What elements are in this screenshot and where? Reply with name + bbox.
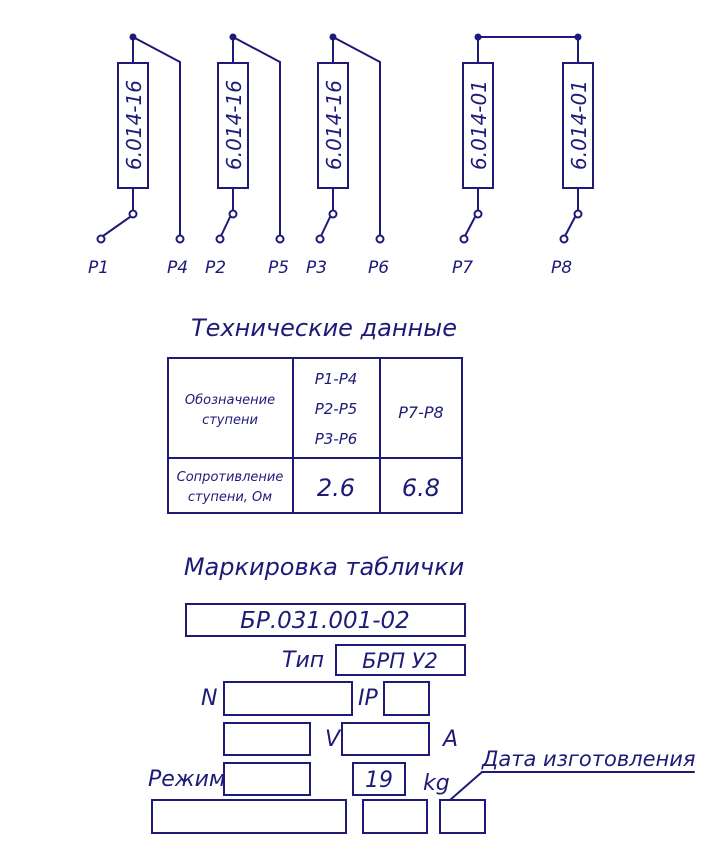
cell-value-2: 6.8 xyxy=(402,474,440,502)
cell-designation-line2: ступени xyxy=(202,413,258,428)
resistor-group-4-5: 6.014-01 6.014-01 xyxy=(459,33,594,244)
n-label: N xyxy=(201,686,217,711)
terminal-label-p4: P4 xyxy=(167,258,188,278)
terminal-label-p1: P1 xyxy=(88,258,109,278)
v-label: V xyxy=(325,727,342,752)
terminal-label-p3: P3 xyxy=(306,258,327,278)
terminal-label-p7: P7 xyxy=(452,258,473,278)
cell-group1-line1: P1-P4 xyxy=(315,370,358,388)
nameplate-code-field xyxy=(185,603,466,637)
type-value: БРП У2 xyxy=(362,649,438,673)
mode-field xyxy=(223,762,311,796)
terminal-label-p2: P2 xyxy=(205,258,226,278)
mass-unit: kg xyxy=(423,771,450,796)
mass-value: 19 xyxy=(365,768,393,793)
v-left-field xyxy=(223,722,311,756)
ip-field xyxy=(383,681,430,716)
terminal-label-p8: P8 xyxy=(551,258,572,278)
circuit-diagram: 6.014-16 6.014-16 xyxy=(88,33,594,278)
type-field xyxy=(335,644,466,676)
cell-group1-line3: P3-P6 xyxy=(315,430,358,448)
nameplate-code: БР.031.001-02 xyxy=(240,608,410,634)
resistor-group-1: 6.014-16 xyxy=(96,33,185,244)
v-field xyxy=(341,722,430,756)
manufacture-date-label: Дата изготовления xyxy=(481,747,696,771)
mass-field xyxy=(352,762,406,796)
resistor-label: 6.014-16 xyxy=(322,80,346,170)
cell-resistance-line1: Сопротивление xyxy=(177,470,284,485)
cell-designation-line1: Обозначение xyxy=(185,393,275,408)
resistor-group-2: 6.014-16 xyxy=(215,33,285,244)
mode-label: Режим xyxy=(148,767,226,792)
terminal-label-p5: P5 xyxy=(268,258,289,278)
terminal-label-p6: P6 xyxy=(368,258,389,278)
terminal-labels: P1 P4 P2 P5 P3 P6 P7 P8 xyxy=(88,258,572,278)
resistor-group-3: 6.014-16 xyxy=(315,33,385,244)
cell-resistance-line2: ступени, Ом xyxy=(188,490,272,505)
resistor-body xyxy=(562,62,594,189)
date-leader-line xyxy=(449,771,483,801)
resistor-label: 6.014-16 xyxy=(222,80,246,170)
nameplate-title: Маркировка таблички xyxy=(184,553,464,581)
bottom-field-2 xyxy=(362,799,428,834)
cell-group2: P7-P8 xyxy=(398,403,443,422)
a-label: A xyxy=(441,727,458,752)
cell-group1-line2: P2-P5 xyxy=(315,400,358,418)
n-field xyxy=(223,681,353,716)
resistor-label: 6.014-01 xyxy=(567,80,591,170)
resistor-body xyxy=(462,62,494,189)
tech-data-table: Обозначение ступени P1-P4 P2-P5 P3-P6 P7… xyxy=(167,357,463,514)
bottom-field-1 xyxy=(151,799,347,834)
resistor-body xyxy=(117,62,149,189)
resistor-label: 6.014-01 xyxy=(467,80,491,170)
type-label: Тип xyxy=(282,648,324,673)
ip-label: IP xyxy=(358,686,378,711)
resistor-label: 6.014-16 xyxy=(122,80,146,170)
cell-value-1: 2.6 xyxy=(317,474,355,502)
tech-data-title: Технические данные xyxy=(191,314,457,342)
technical-data-section: Технические данные Обозначение ступени P… xyxy=(167,314,463,514)
bottom-field-3 xyxy=(439,799,486,834)
resistor-body xyxy=(317,62,349,189)
nameplate-section: Маркировка таблички БР.031.001-02 Тип БР… xyxy=(148,553,696,834)
